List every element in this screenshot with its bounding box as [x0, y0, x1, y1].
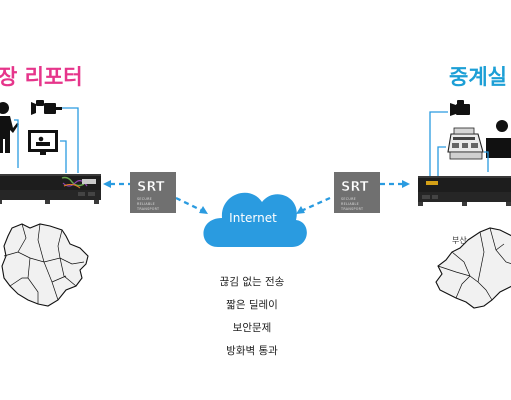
srt-badge-logo: SRT	[341, 180, 369, 195]
left-site-title: 장 리포터	[0, 65, 83, 89]
rack-decoder-icon	[418, 176, 511, 206]
right-signal-lines	[429, 111, 489, 176]
video-camera-icon	[31, 100, 62, 115]
person-icon	[0, 102, 19, 153]
rack-encoder-icon	[0, 174, 101, 204]
left-signal-lines	[14, 107, 79, 173]
srt-badge-subtitle-1: SECURE	[137, 197, 152, 201]
srt-badge-subtitle-2: RELIABLE	[137, 202, 155, 206]
seoul-map	[1, 223, 89, 307]
video-camera-icon	[450, 100, 470, 116]
link-arrowheads	[103, 180, 410, 214]
person-icon	[486, 120, 511, 158]
busan-map	[435, 227, 511, 309]
feature-item: 끊김 없는 전송	[220, 275, 285, 288]
mixer-console-icon	[447, 127, 484, 160]
srt-links	[110, 182, 403, 213]
right-site-title: 중계실	[449, 65, 507, 89]
monitor-icon	[28, 130, 58, 155]
srt-badge-logo: SRT	[137, 180, 165, 195]
feature-item: 보안문제	[233, 322, 272, 334]
srt-badge-subtitle-3: TRANSPORT	[136, 207, 160, 211]
feature-item: 방화벽 통과	[226, 345, 278, 357]
cloud-icon	[203, 192, 307, 247]
feature-item: 짧은 딜레이	[226, 299, 278, 311]
srt-badge-subtitle-2: RELIABLE	[341, 202, 359, 206]
srt-badge-subtitle-3: TRANSPORT	[340, 207, 364, 211]
srt-badge-right: SRT SECURE RELIABLE TRANSPORT	[334, 172, 380, 213]
srt-badge-left: SRT SECURE RELIABLE TRANSPORT	[130, 172, 176, 213]
map-label-busan: 부산	[452, 235, 467, 245]
srt-badge-subtitle-1: SECURE	[341, 197, 356, 201]
cloud-label: Internet	[229, 211, 277, 225]
